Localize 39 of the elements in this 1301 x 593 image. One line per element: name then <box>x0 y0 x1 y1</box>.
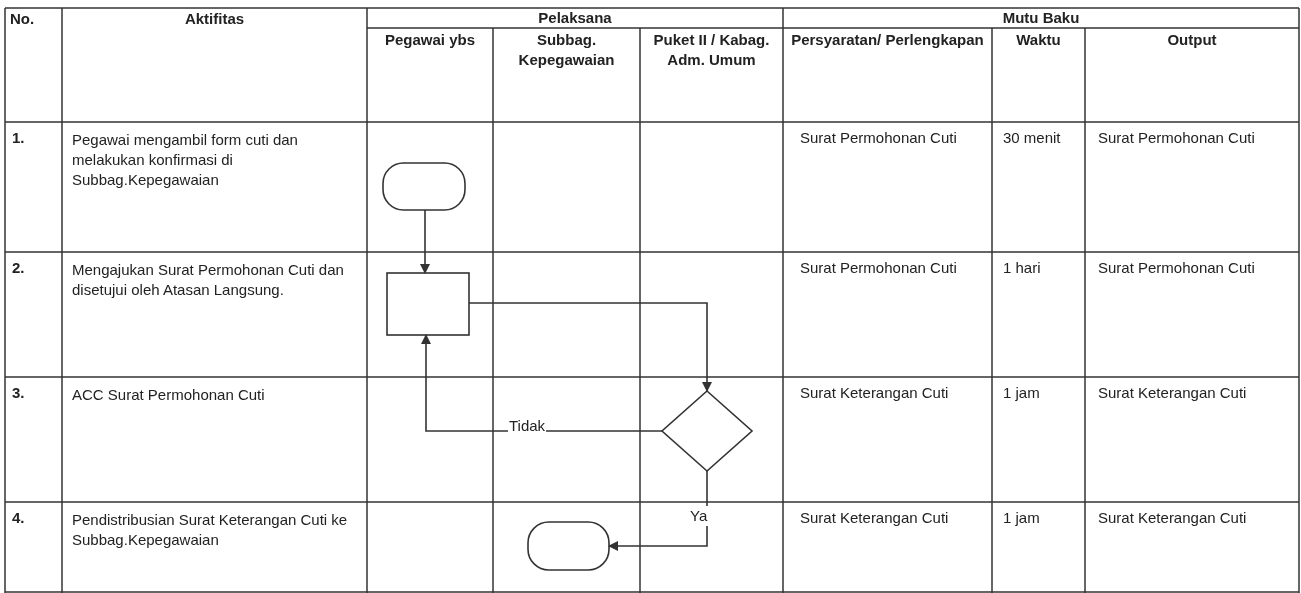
column-header: Mutu Baku <box>1001 8 1081 28</box>
process-box <box>386 272 470 336</box>
column-header: Persyaratan/ Perlengkapan <box>790 30 985 50</box>
decision-diamond <box>660 389 754 473</box>
arrow <box>468 302 712 392</box>
column-header: Pegawai ybs <box>383 30 476 50</box>
output-text: Surat Permohonan Cuti <box>1098 128 1256 148</box>
arrow <box>421 334 663 432</box>
column-header: Puket II / Kabag. Adm. Umum <box>652 30 771 70</box>
requirement-text: Surat Keterangan Cuti <box>800 508 950 528</box>
edge-label: Ya <box>689 506 709 526</box>
terminator-shape <box>527 521 610 571</box>
row-number: 2. <box>12 258 26 278</box>
requirement-text: Surat Keterangan Cuti <box>800 383 950 403</box>
duration-text: 1 jam <box>1003 508 1041 528</box>
column-header: Waktu <box>1015 30 1062 50</box>
column-header: Aktifitas <box>183 9 246 29</box>
row-number: 1. <box>12 128 26 148</box>
output-text: Surat Keterangan Cuti <box>1098 508 1248 528</box>
column-header: Subbag. Kepegawaian <box>517 30 616 70</box>
row-number: 4. <box>12 508 26 528</box>
arrow <box>608 470 708 551</box>
duration-text: 1 hari <box>1003 258 1042 278</box>
terminator-shape <box>382 162 466 211</box>
duration-text: 1 jam <box>1003 383 1041 403</box>
output-text: Surat Keterangan Cuti <box>1098 383 1248 403</box>
activity-text: Mengajukan Surat Permohonan Cuti dan disetujui oleh Atasan Langsung. <box>72 260 345 300</box>
requirement-text: Surat Permohonan Cuti <box>800 128 958 148</box>
arrow <box>420 209 430 274</box>
column-header: Pelaksana <box>537 8 613 28</box>
requirement-text: Surat Permohonan Cuti <box>800 258 958 278</box>
column-header: Output <box>1166 30 1218 50</box>
activity-text: Pendistribusian Surat Keterangan Cuti ke Subbag.Kepegawaian <box>72 510 349 550</box>
activity-text: ACC Surat Permohonan Cuti <box>72 385 266 405</box>
row-number: 3. <box>12 383 26 403</box>
output-text: Surat Permohonan Cuti <box>1098 258 1256 278</box>
activity-text: Pegawai mengambil form cuti dan melakukan konfirmasi di Subbag.Kepegawaian <box>72 130 299 190</box>
duration-text: 30 menit <box>1003 128 1062 148</box>
column-header: No. <box>10 9 36 29</box>
